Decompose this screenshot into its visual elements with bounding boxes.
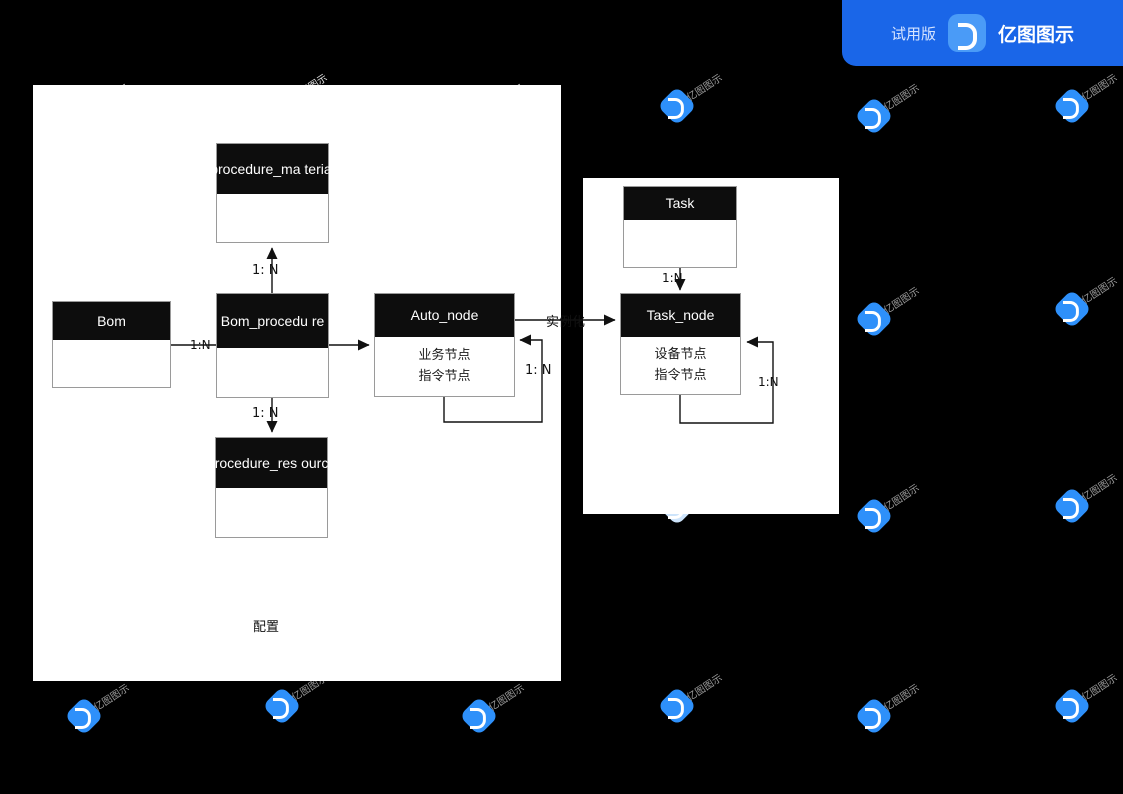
attribute-row: 业务节点: [418, 348, 471, 364]
edge-label-bom-bomprocedure: 1:N: [190, 338, 211, 352]
edge-tasknode-self-loop: [679, 336, 774, 424]
entity-title: Task_node: [621, 294, 740, 337]
entity-attributes: [53, 340, 170, 387]
attribute-row: 指令节点: [654, 367, 707, 383]
attribute-row: 设备节点: [654, 347, 707, 363]
entity-task[interactable]: Task: [623, 186, 737, 268]
entity-attributes: 设备节点 指令节点: [621, 337, 740, 394]
entity-title: Bom_procedu re: [217, 294, 328, 348]
entity-procedure-resource[interactable]: procedure_res ource: [207, 437, 336, 538]
attribute-row: 指令节点: [418, 368, 471, 384]
entity-title: procedure_ma terial: [210, 144, 335, 194]
edge-label-tasknode-self: 1:N: [758, 375, 779, 389]
edge-label-instantiate: 实例化: [546, 315, 586, 330]
entity-attributes: [217, 348, 328, 397]
edraw-logo-icon: [948, 14, 986, 52]
entity-bom-procedure[interactable]: Bom_procedu re: [216, 293, 329, 398]
edge-label-autonode-self: 1: N: [525, 363, 552, 378]
edge-label-bomprocedure-procedureresource: 1: N: [252, 406, 279, 421]
entity-bom[interactable]: Bom: [52, 301, 171, 388]
trial-label: 试用版: [890, 24, 936, 43]
entity-attributes: [217, 194, 328, 242]
entity-attributes: 业务节点 指令节点: [375, 337, 514, 396]
entity-procedure-material[interactable]: procedure_ma terial: [210, 143, 335, 243]
entity-title: Auto_node: [375, 294, 514, 337]
entity-task-node[interactable]: Task_node 设备节点 指令节点: [620, 293, 741, 395]
entity-title: Task: [624, 187, 736, 220]
edge-label-bomprocedure-procedurematerial: 1: N: [252, 263, 279, 278]
edge-autonode-self-loop: [443, 334, 543, 423]
entity-title: Bom: [53, 302, 170, 340]
entity-attributes: [624, 220, 736, 267]
entity-title: procedure_res ource: [207, 438, 336, 488]
entity-attributes: [216, 488, 327, 537]
trial-banner: 试用版 亿图图示: [842, 0, 1123, 66]
entity-auto-node[interactable]: Auto_node 业务节点 指令节点: [374, 293, 515, 397]
edge-label-task-tasknode: 1:N: [662, 271, 683, 285]
annotation-configure: 配置: [253, 620, 280, 635]
brand-label: 亿图图示: [998, 23, 1075, 46]
